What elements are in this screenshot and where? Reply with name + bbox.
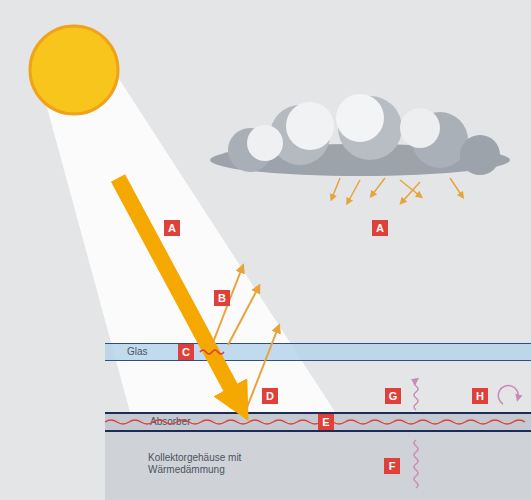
callout-letter: A: [164, 220, 180, 236]
callout-letter: F: [384, 458, 400, 474]
callout-letter: B: [214, 290, 230, 306]
callout-letter: G: [385, 388, 401, 404]
conduction-loss-wave: [414, 440, 418, 488]
collector-layer-band: Glas: [105, 343, 531, 361]
layer-label: Kollektorgehäuse mit Wärmedämmung: [148, 452, 266, 476]
cloud: [210, 94, 510, 176]
reflection-arrows: [212, 268, 278, 410]
callout-letter: A: [372, 220, 388, 236]
glass-heat-wave: [200, 350, 224, 354]
circulation-arrow: [498, 386, 518, 404]
sun: [30, 26, 118, 114]
callout-letter: E: [318, 414, 334, 430]
absorber-heat-wave: [105, 420, 525, 424]
solar-radiation-arrow: [118, 178, 234, 394]
callout-letter: D: [262, 388, 278, 404]
callout-letter: H: [472, 388, 488, 404]
diffuse-radiation-arrows: [332, 178, 462, 202]
layer-label: Absorber: [150, 416, 230, 428]
callout-letter: C: [178, 344, 194, 360]
collector-layer-band: Kollektorgehäuse mit Wärmedämmung: [105, 432, 531, 500]
convection-loss-wave: [414, 380, 418, 410]
